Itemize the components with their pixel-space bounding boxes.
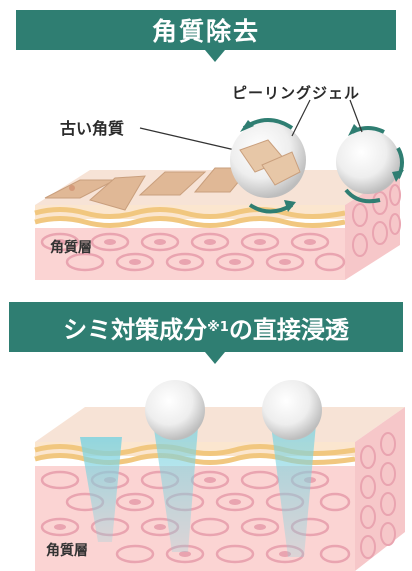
peeling-diagram xyxy=(34,99,404,280)
penetration-beam xyxy=(80,437,122,542)
penetration-beam xyxy=(150,402,200,552)
peeling-panel: 角質除去 xyxy=(0,0,412,280)
skin-top-surface xyxy=(35,407,405,442)
active-ingredient-ball xyxy=(262,380,322,440)
stratum-corneum-label: 角質層 xyxy=(46,543,88,559)
skin-cells xyxy=(40,470,351,564)
penetration-title-note: ※1 xyxy=(207,319,229,335)
skin-cells xyxy=(40,232,346,272)
banner-pointer-icon xyxy=(205,50,225,62)
active-ingredient-ball xyxy=(145,380,205,440)
penetration-diagram xyxy=(34,380,405,571)
peeling-gel-ball-2 xyxy=(336,130,400,194)
stratum-corneum-label: 角質層 xyxy=(50,240,92,256)
peeling-banner: 角質除去 xyxy=(16,10,396,50)
penetration-title-main: シミ対策成分 xyxy=(63,315,208,344)
peeling-gel-label: ピーリングジェル xyxy=(232,84,361,102)
penetration-beam xyxy=(268,402,318,557)
banner-pointer-icon xyxy=(205,352,225,364)
penetration-title-tail: の直接浸透 xyxy=(228,315,349,344)
peeling-title: 角質除去 xyxy=(151,17,260,46)
old-skin-label: 古い角質 xyxy=(60,119,125,138)
skin-side-face xyxy=(355,407,405,571)
